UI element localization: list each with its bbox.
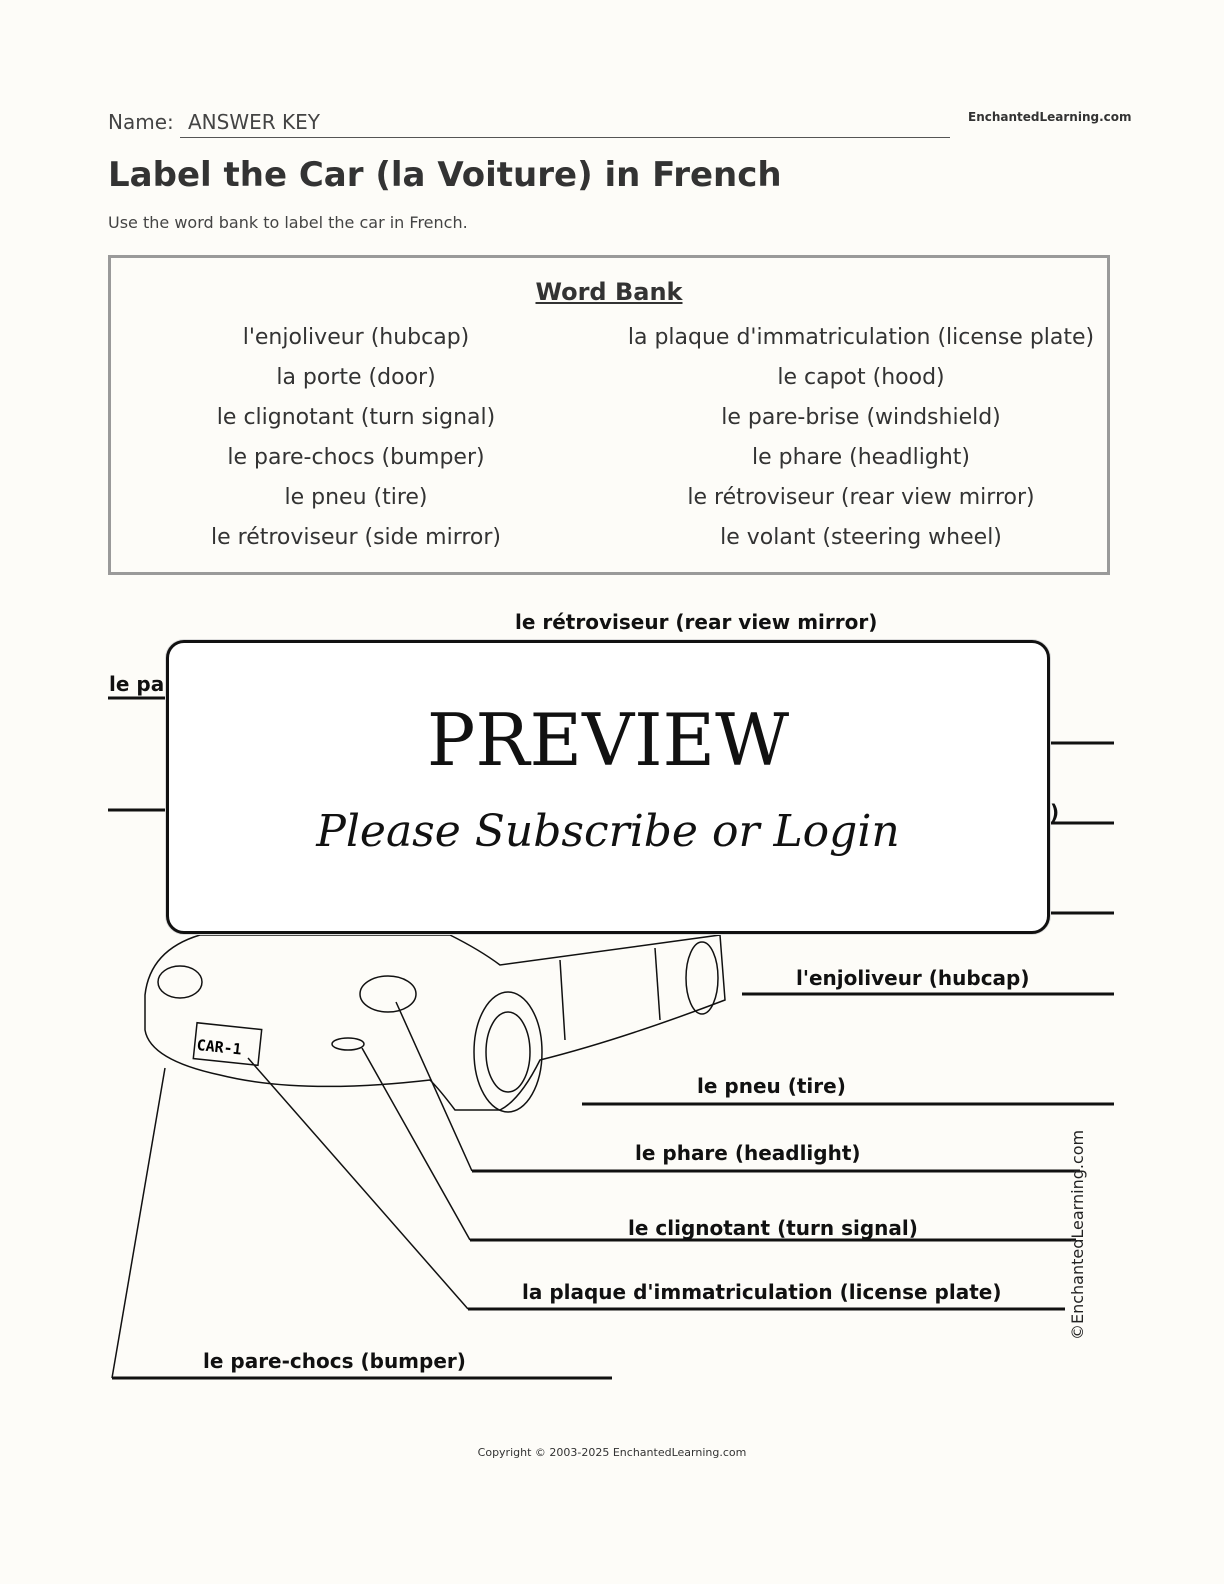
car-drawing — [144, 934, 726, 1113]
label-turn-signal: le clignotant (turn signal) — [628, 1216, 918, 1240]
word-bank-item: le pare-brise (windshield) — [721, 405, 1001, 430]
label-partial-right: ) — [1050, 800, 1060, 824]
preview-overlay[interactable]: PREVIEW Please Subscribe or Login — [166, 640, 1050, 934]
word-bank: Word Bank l'enjoliveur (hubcap) la porte… — [108, 255, 1110, 575]
label-tire: le pneu (tire) — [697, 1074, 846, 1098]
word-bank-title: Word Bank — [535, 278, 683, 306]
subscribe-login-prompt[interactable]: Please Subscribe or Login — [316, 806, 900, 857]
word-bank-item: le capot (hood) — [777, 365, 945, 390]
label-partial-left: le pa — [109, 672, 165, 696]
label-bumper: le pare-chocs (bumper) — [203, 1349, 466, 1373]
diagram-copyright: ©EnchantedLearning.com — [1068, 1129, 1087, 1340]
word-bank-item: le pneu (tire) — [284, 485, 428, 510]
word-bank-left-column: l'enjoliveur (hubcap) la porte (door) le… — [171, 318, 541, 558]
label-headlight: le phare (headlight) — [635, 1141, 861, 1165]
label-lines — [108, 696, 1114, 1380]
word-bank-item: le pare-chocs (bumper) — [227, 445, 485, 470]
footer-copyright: Copyright © 2003-2025 EnchantedLearning.… — [477, 1446, 747, 1459]
word-bank-item: le clignotant (turn signal) — [216, 405, 496, 430]
name-value: ANSWER KEY — [188, 110, 320, 134]
word-bank-item: le rétroviseur (side mirror) — [211, 525, 501, 550]
label-license-plate: la plaque d'immatriculation (license pla… — [522, 1280, 1002, 1304]
name-label: Name: — [108, 110, 174, 134]
word-bank-right-column: la plaque d'immatriculation (license pla… — [611, 318, 1111, 558]
site-logo-text[interactable]: EnchantedLearning.com — [968, 110, 1132, 124]
word-bank-item: l'enjoliveur (hubcap) — [242, 325, 470, 350]
word-bank-item: la plaque d'immatriculation (license pla… — [627, 325, 1095, 350]
word-bank-item: la porte (door) — [276, 365, 436, 390]
name-line — [180, 137, 950, 138]
preview-title: PREVIEW — [426, 698, 790, 782]
pointer-arrows — [111, 1001, 473, 1379]
word-bank-item: le phare (headlight) — [752, 445, 970, 470]
word-bank-item: le rétroviseur (rear view mirror) — [687, 485, 1035, 510]
word-bank-item: le volant (steering wheel) — [720, 525, 1002, 550]
label-hubcap: l'enjoliveur (hubcap) — [796, 966, 1030, 990]
license-plate-text: CAR-1 — [196, 1036, 243, 1059]
instructions: Use the word bank to label the car in Fr… — [108, 213, 468, 232]
page-title: Label the Car (la Voiture) in French — [108, 155, 782, 195]
label-rear-view-mirror: le rétroviseur (rear view mirror) — [515, 610, 878, 634]
